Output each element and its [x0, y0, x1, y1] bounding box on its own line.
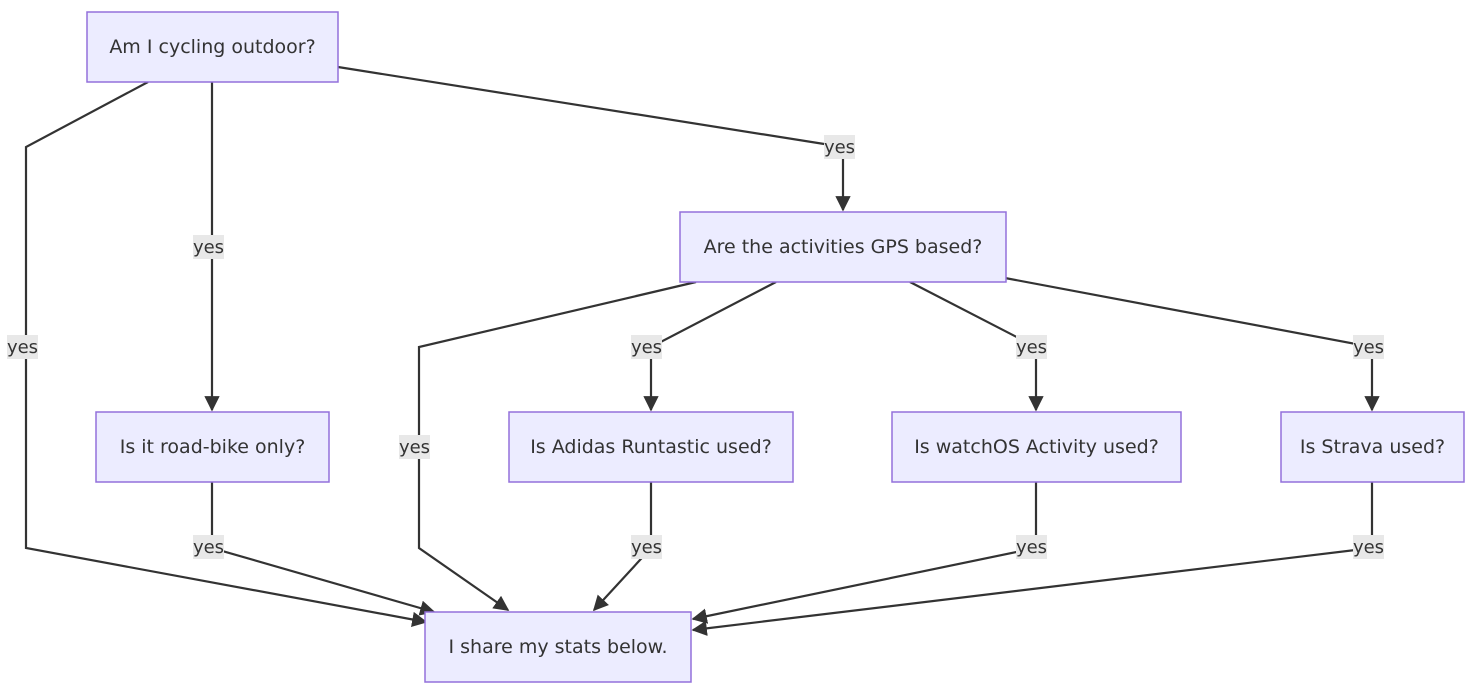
edge-label-text: yes: [399, 437, 430, 458]
edge-label-text: yes: [1353, 337, 1384, 358]
node-cycling-outdoor: Am I cycling outdoor?: [86, 11, 339, 83]
edge-label: yes: [1016, 535, 1047, 559]
node-label: Is Strava used?: [1300, 436, 1445, 458]
edge-label-text: yes: [1353, 537, 1384, 558]
edge-label-text: yes: [193, 237, 224, 258]
nodes-layer: Am I cycling outdoor? Are the activities…: [86, 11, 1465, 683]
node-label: Is it road-bike only?: [120, 436, 306, 458]
edge-label: yes: [1353, 335, 1384, 359]
node-label: Am I cycling outdoor?: [109, 36, 315, 58]
node-watchos-activity: Is watchOS Activity used?: [891, 411, 1182, 483]
edge-label: yes: [1353, 535, 1384, 559]
edge-label-text: yes: [631, 537, 662, 558]
edge-watchos-to-share: [691, 482, 1038, 624]
node-label: Is Adidas Runtastic used?: [530, 436, 772, 458]
edge-label-text: yes: [1016, 537, 1047, 558]
edge-label-text: yes: [824, 137, 855, 158]
node-share-stats: I share my stats below.: [424, 611, 692, 683]
edge-label: yes: [7, 335, 38, 359]
edge-cycling-to-share: [24, 81, 428, 628]
edge-label: yes: [631, 535, 662, 559]
node-road-bike: Is it road-bike only?: [95, 411, 330, 483]
edge-labels-layer: yes yes yes yes yes yes yes yes: [7, 135, 1384, 559]
node-label: Is watchOS Activity used?: [914, 436, 1159, 458]
edge-label-text: yes: [631, 337, 662, 358]
edge-label: yes: [399, 435, 430, 459]
node-strava: Is Strava used?: [1280, 411, 1465, 483]
edge-label-text: yes: [1016, 337, 1047, 358]
node-label: I share my stats below.: [448, 636, 667, 658]
edge-label: yes: [824, 135, 855, 159]
edges-layer: [24, 65, 1380, 636]
edge-gps-to-adidas: [643, 281, 777, 412]
edge-label-text: yes: [193, 537, 224, 558]
edge-label: yes: [631, 335, 662, 359]
edge-gps-to-strava: [1004, 276, 1380, 412]
node-gps-based: Are the activities GPS based?: [679, 211, 1007, 283]
edge-label: yes: [193, 535, 224, 559]
edge-label: yes: [193, 235, 224, 259]
node-adidas-runtastic: Is Adidas Runtastic used?: [508, 411, 794, 483]
edge-label: yes: [1016, 335, 1047, 359]
edge-cycling-to-gps: [337, 65, 851, 212]
edge-roadbike-to-share: [210, 482, 436, 616]
edge-label-text: yes: [7, 337, 38, 358]
node-label: Are the activities GPS based?: [704, 236, 983, 258]
